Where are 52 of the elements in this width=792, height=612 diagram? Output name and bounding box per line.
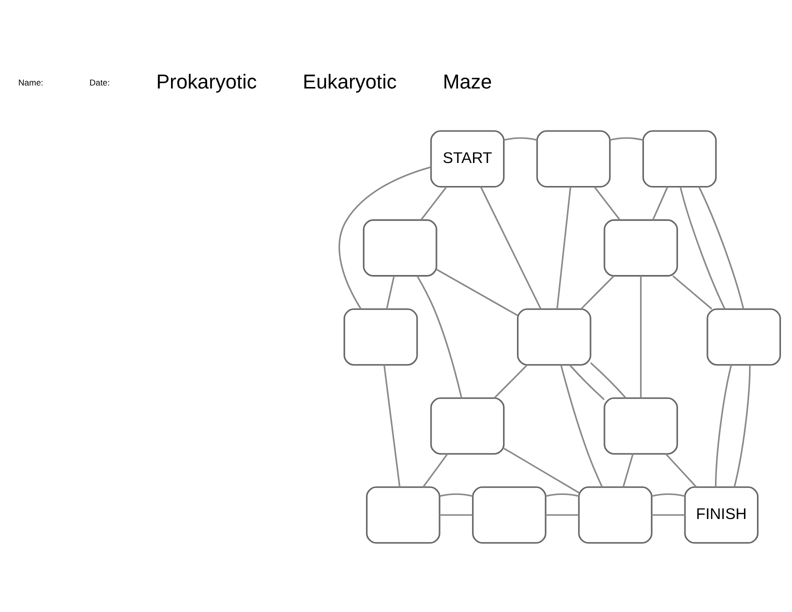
connector: [494, 364, 528, 399]
node-box: [578, 486, 652, 544]
connector: [698, 186, 744, 310]
connector: [672, 275, 712, 310]
node-box: [472, 486, 546, 544]
connector: [640, 276, 642, 398]
label: Date:: [90, 78, 110, 88]
connector: [652, 514, 685, 516]
node-box: FINISH: [684, 486, 759, 544]
connector: [610, 137, 644, 141]
connector: [338, 166, 432, 310]
connector: [665, 453, 697, 488]
connector: [590, 362, 626, 399]
node-box: START: [430, 130, 505, 188]
connector: [504, 137, 538, 141]
connector: [652, 493, 686, 497]
connector: [420, 186, 448, 220]
connector: [652, 186, 668, 220]
connector: [546, 514, 579, 516]
connector: [734, 364, 751, 488]
connector: [422, 454, 448, 488]
connector: [714, 364, 732, 488]
connector: [439, 493, 473, 497]
connector: [383, 364, 400, 488]
connector: [622, 454, 634, 488]
connector: [580, 275, 614, 310]
node-box: [344, 308, 418, 366]
connector: [480, 186, 542, 310]
node-box: [604, 219, 678, 277]
node-box: [604, 397, 678, 455]
connector: [680, 186, 726, 310]
connector: [504, 448, 580, 494]
connector: [440, 514, 473, 516]
node-box: [642, 130, 717, 188]
label: Prokaryotic: [156, 71, 257, 94]
connector: [594, 186, 621, 220]
node-box: [706, 308, 781, 366]
node-box: [536, 130, 611, 188]
connector: [569, 364, 605, 400]
node-box: [516, 308, 592, 366]
label: Name:: [18, 78, 44, 88]
label: Maze: [442, 71, 492, 94]
connector: [386, 276, 395, 310]
connector: [556, 186, 572, 310]
connector: [546, 493, 580, 497]
connector: [560, 364, 603, 488]
node-box: [366, 486, 440, 544]
connector: [416, 276, 462, 398]
node-box: [430, 397, 505, 455]
label: Eukaryotic: [302, 71, 397, 94]
connector: [436, 268, 518, 316]
node-box: [362, 219, 438, 277]
